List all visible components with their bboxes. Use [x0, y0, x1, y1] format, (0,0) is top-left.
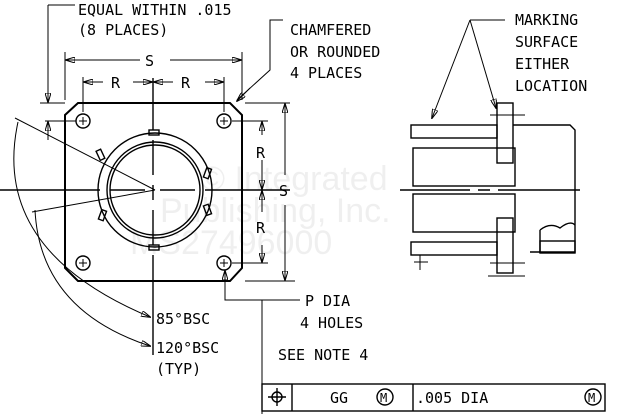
mounting-hole-icon: [75, 255, 91, 271]
annotation-label: 4 HOLES: [300, 314, 363, 332]
annotation-label: LOCATION: [515, 77, 587, 95]
annotations: EQUAL WITHIN .015 (8 PLACES) CHAMFERED O…: [78, 1, 587, 378]
annotation-label: 85°BSC: [156, 310, 210, 328]
annotation-label: GG: [330, 389, 348, 407]
annotation-label: OR ROUNDED: [290, 43, 380, 61]
dim-r: R: [256, 219, 266, 237]
annotation-label: SURFACE: [515, 33, 578, 51]
annotation-label: (TYP): [156, 360, 201, 378]
mounting-hole-icon: [216, 113, 232, 129]
annotation-label: MARKING: [515, 11, 578, 29]
position-icon: [268, 388, 286, 406]
annotation-label: CHAMFERED: [290, 21, 371, 39]
annotation-label: 4 PLACES: [290, 64, 362, 82]
annotation-label: © Integrated: [200, 160, 388, 198]
dim-r: R: [256, 144, 266, 162]
annotation-label: MS27496000: [130, 224, 332, 262]
dim-r: R: [181, 74, 191, 92]
feature-control-frame: GG M .005 DIA M: [261, 383, 606, 412]
annotation-label: .005 DIA: [416, 389, 488, 407]
connector-section-view: [410, 19, 576, 277]
dim-s-vertical: S: [279, 182, 288, 200]
annotation-label: EITHER: [515, 55, 570, 73]
annotation-label: 120°BSC: [156, 339, 219, 357]
note-eight-places: (8 PLACES): [78, 21, 168, 39]
annotation-label: SEE NOTE 4: [278, 346, 368, 364]
watermark: © Integrated Publishing, Inc. MS27496000: [130, 160, 391, 262]
dim-s-horizontal: S: [145, 52, 154, 70]
annotation-label: M: [588, 391, 595, 405]
annotation-label: P DIA: [305, 292, 350, 310]
mmc-modifier-icon: M: [376, 388, 394, 406]
annotation-label: M: [380, 391, 387, 405]
mounting-hole-icon: [75, 113, 91, 129]
mmc-modifier-icon: M: [584, 388, 602, 406]
dimension-lines: [13, 4, 300, 414]
centerlines: [0, 78, 580, 355]
note-equal-within: EQUAL WITHIN .015: [78, 1, 232, 19]
dim-r: R: [111, 74, 121, 92]
